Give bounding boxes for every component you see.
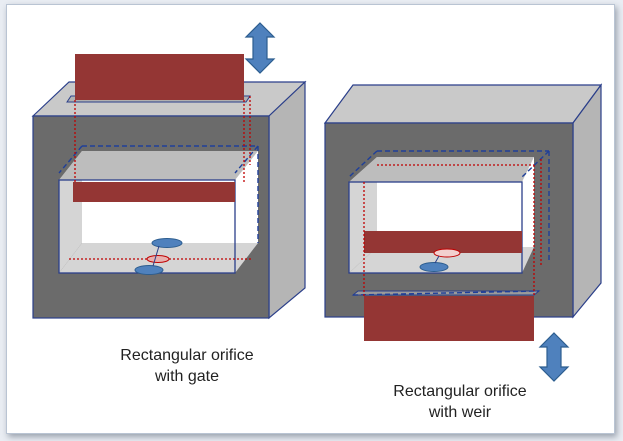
weir-caption: Rectangular orifice with weir [355, 381, 565, 423]
weir-fitting-back [433, 248, 461, 258]
weir-caption-line2: with weir [428, 404, 492, 421]
gate-caption: Rectangular orifice with gate [87, 345, 287, 387]
diagram-frame: Rectangular orifice with gate Rectangula… [6, 4, 615, 434]
weir-hidden-edges [348, 150, 550, 296]
gate-fitting-middle [146, 255, 170, 263]
orifice-diagram [31, 22, 603, 382]
weir-opening-ceiling [349, 157, 534, 182]
gate-hidden-edges [58, 145, 259, 243]
gate-orifice-figure [31, 22, 307, 320]
weir-caption-line1: Rectangular orifice [393, 383, 527, 400]
gate-caption-line1: Rectangular orifice [120, 347, 254, 364]
weir-fitting-front [419, 262, 449, 272]
weir-block-top [323, 84, 603, 124]
gate-fitting-front [134, 265, 164, 275]
weir-motion-arrow-icon [538, 332, 570, 382]
weir-block-side [572, 83, 602, 319]
gate-opening-ceiling [59, 151, 258, 180]
weir-plate-lowered [364, 296, 534, 341]
weir-plate-inner [364, 231, 522, 253]
weir-opening-edge [348, 181, 523, 274]
gate-caption-line2: with gate [154, 368, 220, 385]
weir-opening-floor [349, 247, 534, 273]
gate-guide-lines [69, 96, 251, 260]
gate-motion-arrow-icon [244, 22, 276, 74]
gate-plate-inner [73, 182, 235, 202]
gate-opening-left-wall [59, 151, 82, 273]
weir-guide-lines [363, 159, 542, 296]
gate-block-side [268, 80, 306, 320]
gate-fitting-back [151, 238, 183, 248]
weir-orifice-figure [323, 83, 603, 382]
gate-plate-raised [75, 54, 244, 100]
